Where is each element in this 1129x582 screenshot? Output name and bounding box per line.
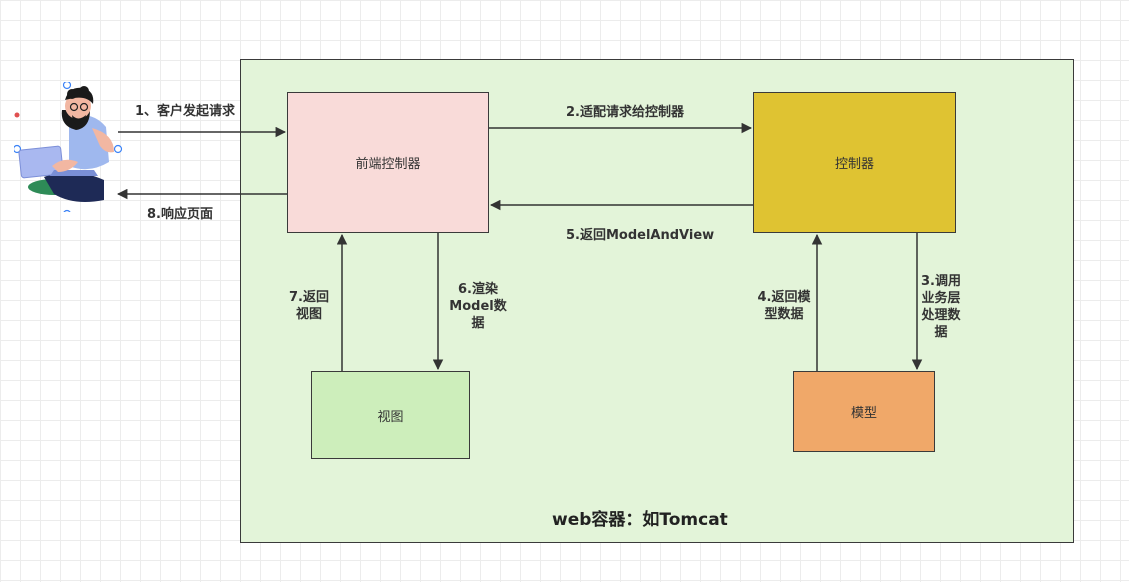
arrow-2-label: 2.适配请求给控制器 <box>566 105 684 120</box>
controller-label: 控制器 <box>834 157 874 172</box>
controller-box[interactable]: 控制器 <box>753 92 956 233</box>
view-label: 视图 <box>377 409 404 425</box>
model-box[interactable]: 模型 <box>793 371 935 452</box>
view-box[interactable]: 视图 <box>311 371 470 459</box>
arrow-5-label: 5.返回ModelAndView <box>566 228 715 243</box>
container-label: web容器：如Tomcat <box>552 510 728 530</box>
arrow-8-label: 8.响应页面 <box>147 207 213 222</box>
arrow-6-label: 6.渲染 Model数 据 <box>449 282 507 331</box>
arrow-3-label: 3.调用 业务层 处理数 据 <box>921 274 961 340</box>
arrow-4-label: 4.返回模 型数据 <box>757 290 811 322</box>
front-controller-box[interactable]: 前端控制器 <box>287 92 489 233</box>
model-label: 模型 <box>850 406 877 421</box>
person-with-laptop-icon[interactable] <box>12 80 124 219</box>
arrow-1-label: 1、客户发起请求 <box>135 104 236 119</box>
arrow-7-label: 7.返回 视图 <box>289 290 329 322</box>
front-controller-label: 前端控制器 <box>355 157 421 172</box>
